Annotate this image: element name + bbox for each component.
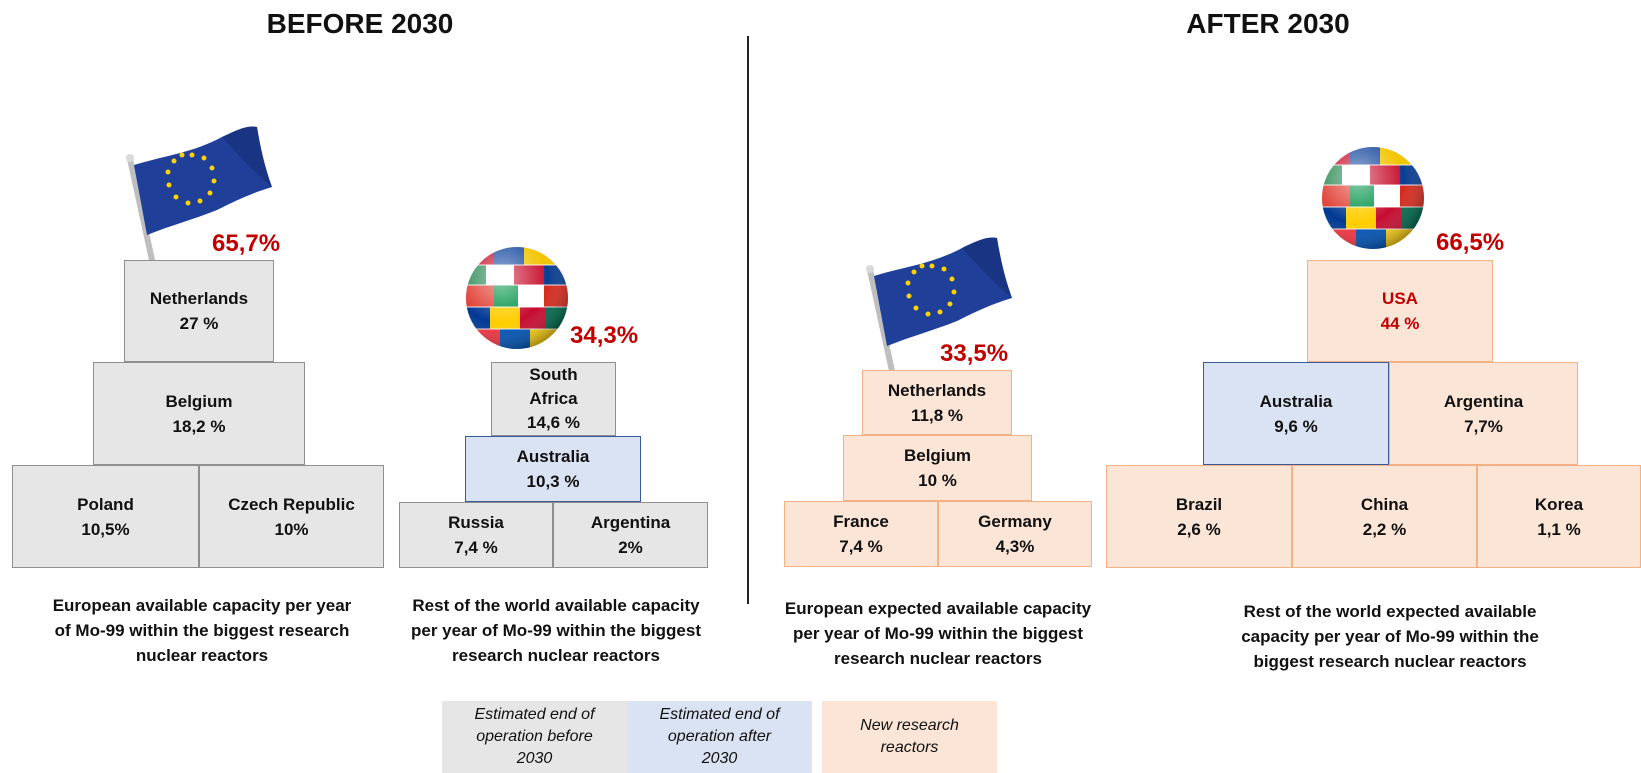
- legend-text: 2030: [516, 750, 553, 767]
- block-value: 11,8 %: [911, 405, 963, 425]
- legend-new-reactors: New research reactors: [822, 701, 997, 773]
- block-name: Netherlands: [887, 380, 987, 400]
- legend-text: operation before: [476, 728, 593, 745]
- block-name: Australia: [1259, 391, 1333, 411]
- block-value: 14,6 %: [527, 413, 580, 432]
- block-value: 18,2 %: [172, 416, 226, 436]
- legend-after-2030: Estimated end of operation after 2030: [627, 701, 812, 773]
- block-belgium-after: Belgium 10 %: [843, 435, 1032, 501]
- legend-text: Estimated end of: [474, 706, 595, 723]
- caption-line: Rest of the world available capacity: [412, 596, 700, 615]
- world-before-caption: Rest of the world available capacity per…: [388, 593, 724, 668]
- block-value: 9,6 %: [1274, 416, 1318, 436]
- block-argentina-before: Argentina 2%: [553, 502, 708, 568]
- caption-line: European available capacity per year: [52, 596, 352, 615]
- block-value: 2,6 %: [1177, 519, 1221, 539]
- caption-line: nuclear reactors: [135, 646, 269, 665]
- block-russia: Russia 7,4 %: [399, 502, 553, 568]
- section-divider: [747, 36, 749, 604]
- legend-text: 2030: [701, 750, 738, 767]
- block-australia-before: Australia 10,3 %: [465, 436, 641, 502]
- legend-text: Estimated end of: [659, 706, 780, 723]
- block-name: Argentina: [1443, 391, 1524, 411]
- world-after-caption: Rest of the world expected available cap…: [1200, 599, 1580, 674]
- eu-flag-icon: [126, 126, 272, 263]
- caption-line: capacity per year of Mo-99 within the: [1241, 627, 1539, 646]
- block-australia-after: Australia 9,6 %: [1203, 362, 1389, 465]
- block-name: France: [833, 512, 889, 531]
- world-flags-globe-icon: [466, 247, 568, 349]
- block-value: 7,7%: [1464, 416, 1503, 436]
- europe-before-total: 65,7%: [212, 230, 281, 257]
- block-netherlands-after: Netherlands 11,8 %: [862, 370, 1012, 435]
- block-value: 7,4 %: [454, 538, 498, 557]
- block-usa: USA 44 %: [1307, 260, 1493, 362]
- block-name: Poland: [77, 494, 134, 514]
- block-name: Brazil: [1175, 494, 1223, 514]
- block-belgium-before: Belgium 18,2 %: [93, 362, 305, 465]
- caption-line: of Mo-99 within the biggest research: [54, 621, 350, 640]
- block-argentina-after: Argentina 7,7%: [1389, 362, 1578, 465]
- block-korea: Korea 1,1 %: [1477, 465, 1641, 568]
- block-name: USA: [1382, 289, 1418, 308]
- block-name: Belgium: [165, 391, 233, 411]
- block-name: Germany: [978, 512, 1052, 531]
- europe-after-caption: European expected available capacity per…: [766, 596, 1110, 671]
- block-name: Argentina: [590, 513, 671, 532]
- block-name: Russia: [448, 513, 504, 532]
- caption-line: Rest of the world expected available: [1243, 602, 1537, 621]
- world-flags-globe-icon: [1322, 147, 1424, 249]
- block-value: 10,3 %: [526, 472, 580, 491]
- caption-line: research nuclear reactors: [452, 646, 660, 665]
- block-value: 44 %: [1380, 314, 1420, 333]
- europe-after-total: 33,5%: [940, 340, 1009, 367]
- block-name: Korea: [1534, 494, 1584, 514]
- world-before-total: 34,3%: [570, 322, 639, 349]
- block-poland: Poland 10,5%: [12, 465, 199, 568]
- block-value: 10,5%: [81, 519, 130, 539]
- legend-text: New research: [860, 717, 959, 734]
- block-brazil: Brazil 2,6 %: [1106, 465, 1292, 568]
- block-germany: Germany 4,3%: [938, 501, 1092, 567]
- block-czech-republic: Czech Republic 10%: [199, 465, 384, 568]
- caption-line: European expected available capacity: [784, 599, 1092, 618]
- block-netherlands-before: Netherlands 27 %: [124, 260, 274, 362]
- before-2030-title: BEFORE 2030: [266, 8, 454, 39]
- legend-before-2030: Estimated end of operation before 2030: [442, 701, 627, 773]
- legend-text: operation after: [667, 728, 772, 745]
- world-after-total: 66,5%: [1436, 229, 1505, 256]
- block-value: 27 %: [179, 314, 219, 333]
- block-name: China: [1360, 494, 1409, 514]
- eu-flag-icon: [866, 237, 1012, 374]
- block-value: 7,4 %: [839, 537, 883, 556]
- block-name: Czech Republic: [228, 494, 355, 514]
- europe-before-caption: European available capacity per year of …: [20, 593, 384, 668]
- block-name: Australia: [516, 447, 590, 466]
- caption-line: per year of Mo-99 within the biggest: [793, 624, 1083, 643]
- block-china: China 2,2 %: [1292, 465, 1477, 568]
- caption-line: research nuclear reactors: [834, 649, 1042, 668]
- block-value: 4,3%: [995, 537, 1035, 556]
- block-name: Belgium: [903, 446, 972, 465]
- after-2030-title: AFTER 2030: [1186, 8, 1350, 39]
- block-name: South: [529, 365, 578, 384]
- block-name: Netherlands: [149, 289, 249, 308]
- block-value: 2,2 %: [1362, 519, 1407, 539]
- block-france: France 7,4 %: [784, 501, 938, 567]
- block-value: 2%: [618, 538, 643, 557]
- legend-text: reactors: [880, 739, 939, 756]
- block-value: 10 %: [918, 471, 957, 490]
- caption-line: per year of Mo-99 within the biggest: [411, 621, 701, 640]
- block-value: 1,1 %: [1537, 519, 1581, 539]
- block-south-africa: South Africa 14,6 %: [491, 362, 616, 436]
- caption-line: biggest research nuclear reactors: [1253, 652, 1527, 671]
- block-value: 10%: [274, 519, 309, 539]
- block-name-2: Africa: [529, 389, 578, 408]
